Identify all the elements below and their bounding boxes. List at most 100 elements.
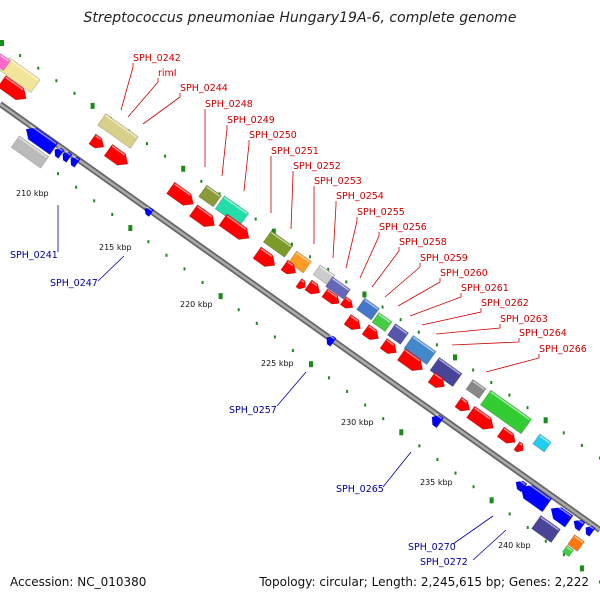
feature-block[interactable] — [479, 389, 533, 435]
feature-block[interactable] — [532, 433, 552, 453]
forward-cds-arrow[interactable] — [361, 324, 382, 343]
reverse-cds-arrow[interactable] — [547, 503, 574, 528]
reverse-cds-arrow[interactable] — [52, 146, 65, 159]
reverse-cds-arrow[interactable] — [571, 517, 586, 532]
reverse-cds-arrow[interactable] — [583, 524, 596, 537]
forward-cds-arrow[interactable] — [252, 246, 279, 271]
gene-label-sph0263[interactable]: SPH_0263 — [500, 314, 548, 325]
feature-block[interactable] — [356, 297, 380, 321]
feature-block[interactable] — [429, 356, 463, 388]
forward-cds-arrow[interactable] — [466, 405, 498, 434]
forward-cds-arrow[interactable] — [321, 288, 342, 308]
tick-mark — [218, 192, 221, 196]
gene-label-sph0261[interactable]: SPH_0261 — [461, 283, 509, 294]
forward-cds-arrow[interactable] — [166, 181, 198, 210]
forward-cds-arrow[interactable] — [218, 213, 253, 244]
tick-mark — [255, 321, 258, 325]
gene-label-sph0265[interactable]: SPH_0265 — [336, 484, 384, 495]
tick-mark — [19, 54, 22, 58]
leader-line — [345, 217, 358, 269]
tick-mark — [75, 185, 78, 189]
forward-cds-arrow[interactable] — [280, 259, 299, 278]
forward-cds-arrow[interactable] — [396, 348, 426, 375]
forward-cds-arrow[interactable] — [304, 279, 323, 298]
feature-block[interactable] — [262, 230, 294, 258]
forward-cds-arrow[interactable] — [295, 278, 308, 292]
reverse-cds-arrow[interactable] — [428, 412, 444, 429]
forward-cds-arrow[interactable] — [496, 426, 519, 447]
gene-label-sph0253[interactable]: SPH_0253 — [314, 176, 362, 187]
gene-label-sph0262[interactable]: SPH_0262 — [481, 298, 529, 309]
gene-label-sph0270[interactable]: SPH_0270 — [408, 542, 456, 553]
feature-block[interactable] — [0, 53, 11, 71]
leader-line — [382, 451, 412, 488]
kbp-label-220: 220 kbp — [180, 300, 213, 309]
reverse-cds-arrow[interactable] — [60, 150, 73, 163]
feature-block[interactable] — [97, 113, 139, 149]
feature-block[interactable] — [567, 534, 585, 552]
tick-mark — [472, 485, 475, 489]
tick-mark — [580, 443, 583, 447]
forward-cds-arrow[interactable] — [379, 338, 400, 357]
tick-mark — [164, 154, 167, 158]
gene-label-sph0256[interactable]: SPH_0256 — [379, 222, 427, 233]
gene-label-sph0272[interactable]: SPH_0272 — [420, 557, 468, 568]
forward-cds-arrow[interactable] — [454, 396, 473, 415]
forward-cds-arrow[interactable] — [88, 133, 107, 152]
gene-label-sph0266[interactable]: SPH_0266 — [539, 344, 587, 355]
leader-line — [451, 338, 520, 346]
gene-label-sph0264[interactable]: SPH_0264 — [519, 328, 567, 339]
tick-mark — [417, 330, 420, 334]
gene-label-sph0250[interactable]: SPH_0250 — [249, 130, 297, 141]
gene-label-sph0247[interactable]: SPH_0247 — [50, 278, 98, 289]
tick-mark — [399, 318, 402, 322]
tick-mark — [181, 165, 186, 172]
gene-label-sph0249[interactable]: SPH_0249 — [227, 115, 275, 126]
tick-mark — [237, 308, 240, 312]
reverse-cds-arrow[interactable] — [142, 205, 154, 217]
feature-block[interactable] — [387, 323, 409, 345]
forward-cds-arrow[interactable] — [0, 75, 30, 105]
leader-line — [409, 293, 462, 317]
tick-mark — [308, 361, 313, 368]
forward-cds-arrow[interactable] — [343, 314, 364, 333]
forward-cds-arrow[interactable] — [103, 143, 132, 169]
gene-label-sph0248[interactable]: SPH_0248 — [205, 99, 253, 110]
feature-block[interactable] — [325, 276, 351, 300]
tick-mark — [544, 539, 547, 543]
leader-line — [435, 324, 501, 335]
gene-label-sph0258[interactable]: SPH_0258 — [399, 237, 447, 248]
leader-line — [221, 125, 228, 177]
gene-label-sph0257[interactable]: SPH_0257 — [229, 405, 277, 416]
feature-block[interactable] — [531, 515, 561, 543]
gene-label-sph0252[interactable]: SPH_0252 — [293, 161, 341, 172]
gene-label-rimi[interactable]: rimI — [158, 68, 177, 79]
feature-block[interactable] — [465, 379, 487, 399]
reverse-cds-arrow[interactable] — [22, 123, 59, 155]
gene-label-sph0244[interactable]: SPH_0244 — [180, 83, 228, 94]
gene-label-sph0254[interactable]: SPH_0254 — [336, 191, 384, 202]
gene-label-sph0260[interactable]: SPH_0260 — [440, 268, 488, 279]
forward-cds-arrow[interactable] — [427, 372, 448, 391]
forward-cds-arrow[interactable] — [188, 204, 218, 231]
feature-block[interactable] — [10, 135, 50, 169]
reverse-cds-arrow[interactable] — [516, 480, 553, 513]
gene-label-sph0242[interactable]: SPH_0242 — [133, 53, 181, 64]
reverse-cds-arrow[interactable] — [68, 155, 81, 168]
leader-line — [276, 371, 307, 407]
gene-label-sph0251[interactable]: SPH_0251 — [271, 146, 319, 157]
feature-block[interactable] — [198, 184, 222, 208]
feature-block[interactable] — [371, 312, 393, 332]
reverse-cds-arrow[interactable] — [513, 478, 528, 493]
feature-block[interactable] — [562, 545, 574, 557]
gene-label-sph0259[interactable]: SPH_0259 — [420, 253, 468, 264]
gene-label-sph0255[interactable]: SPH_0255 — [357, 207, 405, 218]
forward-cds-arrow[interactable] — [513, 441, 526, 455]
feature-block[interactable] — [288, 250, 312, 274]
feature-block[interactable] — [403, 334, 437, 366]
tick-mark — [200, 179, 203, 183]
forward-cds-arrow[interactable] — [339, 296, 356, 311]
reverse-cds-arrow[interactable] — [324, 334, 337, 347]
gene-label-sph0241[interactable]: SPH_0241 — [10, 250, 58, 261]
tick-mark — [273, 335, 276, 339]
